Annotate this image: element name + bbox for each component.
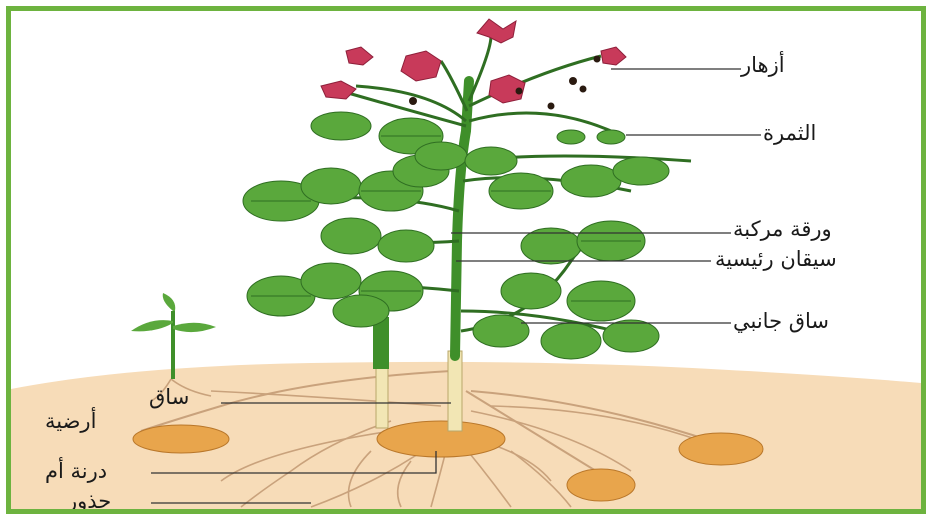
pale-stem [448,351,462,431]
label-mother-tuber: درنة أم [45,459,107,483]
label-underground-stem-line2: أرضية [45,409,96,433]
label-roots: جذور [67,489,111,513]
mother-tuber [377,421,505,457]
label-main-stems: سيقان رئيسية [715,247,837,271]
tuber [679,433,763,465]
tuber [133,425,229,453]
label-underground-stem-line1: ساق [149,385,189,409]
label-side-stem: ساق جانبي [733,309,829,333]
label-fruit: الثمرة [763,121,816,145]
pale-stem [376,366,388,428]
tuber [567,469,635,501]
diagram-frame: أزهار الثمرة ورقة مركبة سيقان رئيسية ساق… [6,6,926,514]
label-compound-leaf: ورقة مركبة [733,217,832,241]
small-sprout [131,293,216,379]
label-flowers: أزهار [741,53,785,77]
fruit [557,130,625,144]
